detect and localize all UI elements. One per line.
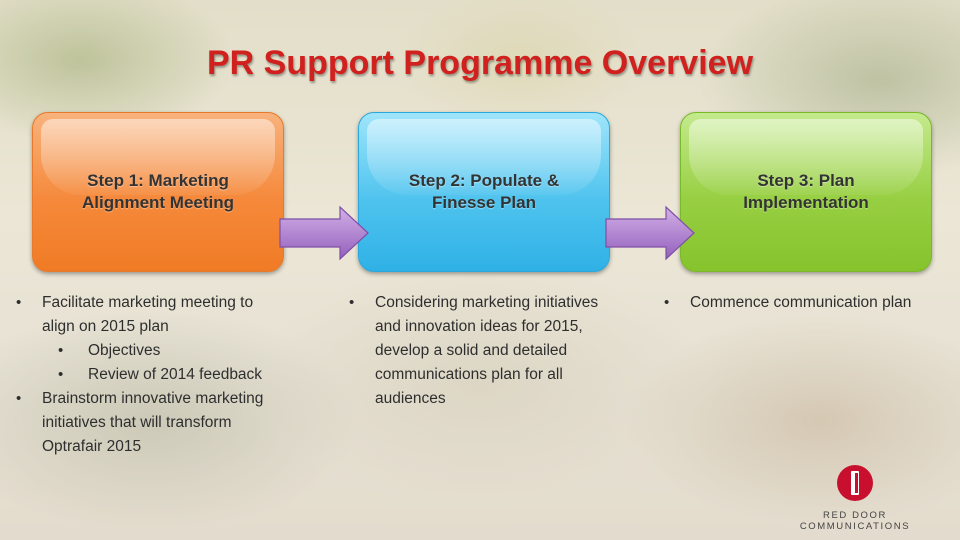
step-2-box: Step 2: Populate & Finesse Plan	[358, 112, 610, 272]
step-2-details: Considering marketing initiatives and in…	[349, 291, 625, 411]
step-2-label: Step 2: Populate & Finesse Plan	[408, 171, 560, 212]
step-3-details: Commence communication plan	[664, 291, 940, 315]
list-item: Review of 2014 feedback	[58, 363, 290, 387]
step-1-box: Step 1: Marketing Alignment Meeting	[32, 112, 284, 272]
arrow-right-icon	[279, 205, 369, 261]
step-1-details: Facilitate marketing meeting to align on…	[16, 291, 290, 459]
step-3-label: Step 3: Plan Implementation	[743, 171, 869, 212]
step-3-box: Step 3: Plan Implementation	[680, 112, 932, 272]
red-door-logo-icon	[837, 465, 873, 501]
list-item: Facilitate marketing meeting to align on…	[16, 291, 290, 339]
list-item: Objectives	[58, 339, 290, 363]
list-item: Considering marketing initiatives and in…	[349, 291, 625, 411]
step-1-label: Step 1: Marketing Alignment Meeting	[81, 171, 235, 212]
arrow-right-icon	[605, 205, 695, 261]
page-title: PR Support Programme Overview	[206, 44, 754, 82]
logo-text: RED DOOR COMMUNICATIONS	[799, 510, 911, 532]
list-item: Commence communication plan	[664, 291, 940, 315]
list-item: Brainstorm innovative marketing initiati…	[16, 387, 290, 459]
